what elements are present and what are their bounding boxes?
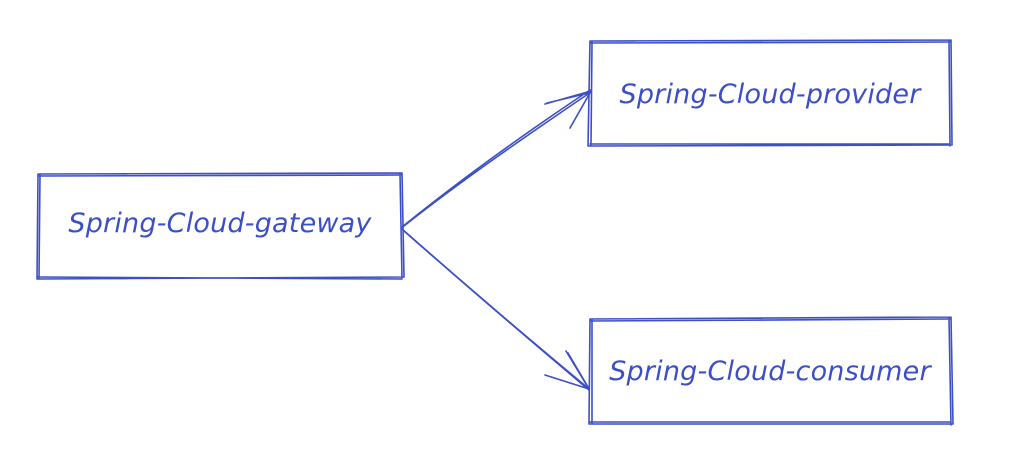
consumer-node-border (588, 316, 954, 426)
arrow-gateway-to-provider-shaft (401, 89, 592, 228)
consumer-node[interactable]: Spring-Cloud-consumer (588, 316, 954, 426)
arrow-gateway-to-consumer-shaft (401, 228, 590, 391)
consumer-node-label: Spring-Cloud-consumer (609, 356, 932, 387)
provider-node[interactable]: Spring-Cloud-provider (587, 39, 953, 147)
gateway-node-border (36, 172, 405, 280)
provider-node-label: Spring-Cloud-provider (619, 79, 922, 110)
arrow-gateway-to-provider (401, 89, 592, 228)
gateway-node[interactable]: Spring-Cloud-gateway (36, 172, 405, 280)
gateway-node-label: Spring-Cloud-gateway (68, 208, 372, 239)
arrow-gateway-to-consumer (401, 228, 590, 391)
arrow-gateway-to-provider-head (544, 90, 592, 129)
arrow-gateway-to-consumer-head (544, 350, 590, 390)
